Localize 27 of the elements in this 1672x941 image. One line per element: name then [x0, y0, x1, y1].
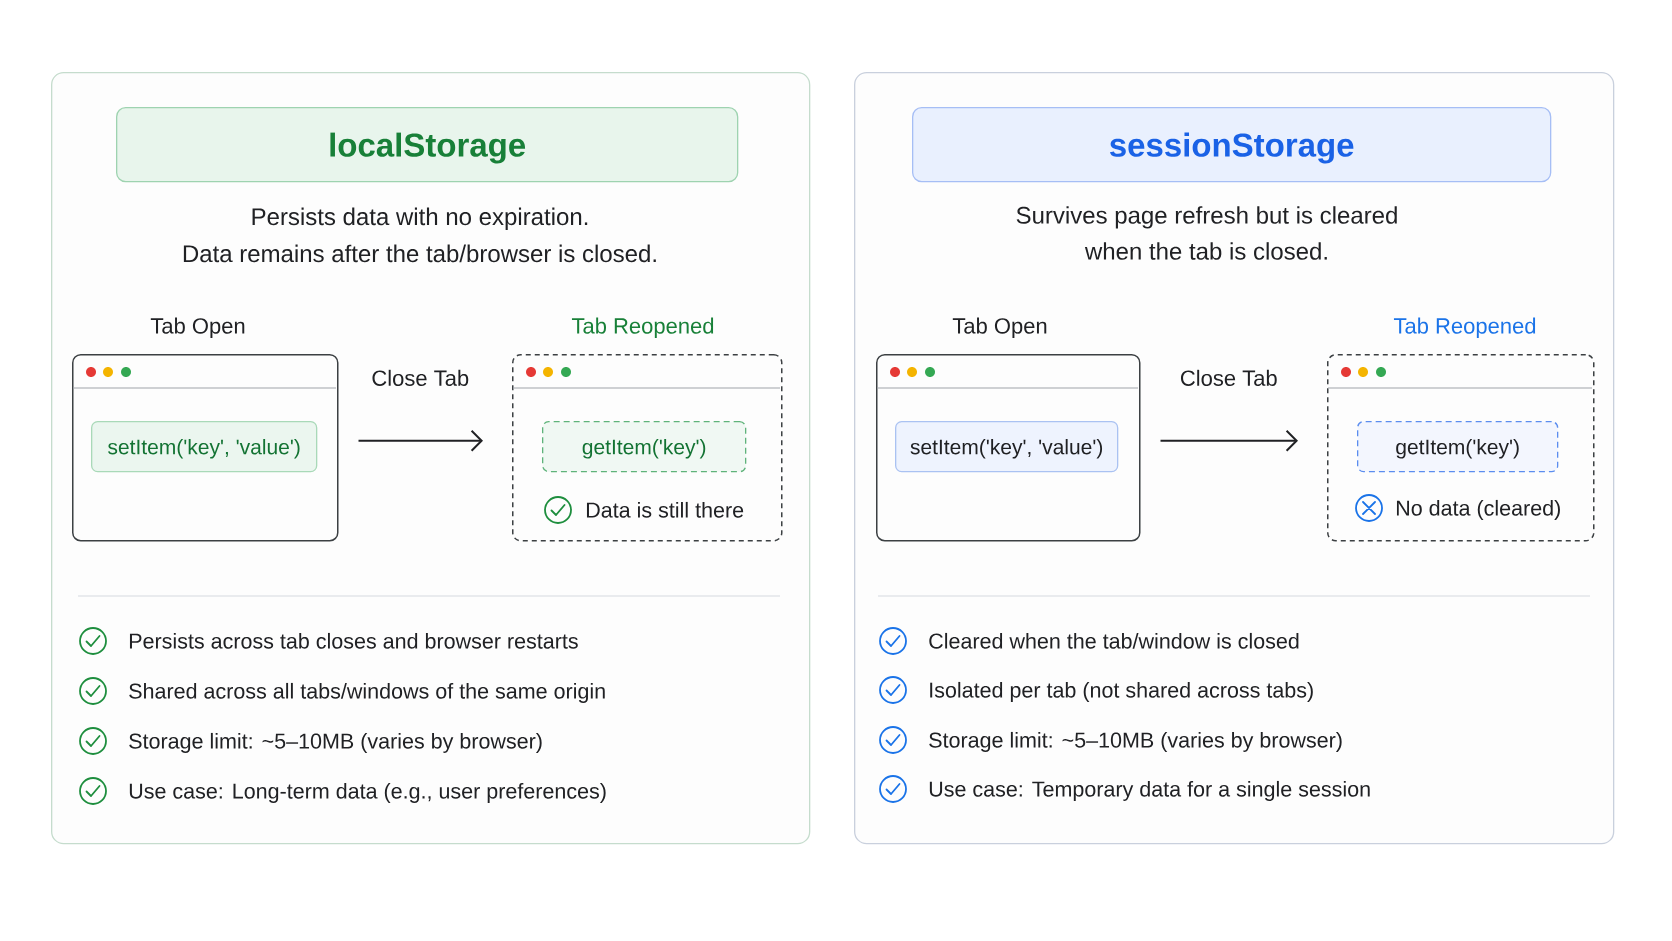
feature-text: Cleared when the tab/window is closed	[929, 632, 1299, 649]
window-heading: Tab Open	[952, 317, 1047, 339]
feature-text: Storage limit: ~5–10MB (varies by browser)	[929, 731, 1342, 752]
title-box: localStorage	[116, 107, 739, 183]
status-text: Data is still there	[586, 501, 744, 518]
feature-text: Storage limit: ~5–10MB (varies by browser)	[129, 732, 542, 753]
code-box: getItem('key')	[1357, 421, 1559, 473]
description-text: Survives page refresh but is cleared when the tab is closed.	[1016, 206, 1397, 260]
feature-text: Isolated per tab (not shared across tabs)	[930, 681, 1313, 702]
feature-text: Shared across all tabs/windows of the same origin	[129, 682, 605, 703]
feature-text: Use case: Long-term data (e.g., user preferences)	[129, 782, 606, 803]
title-box: sessionStorage	[912, 107, 1552, 183]
code-box: setItem('key', 'value')	[895, 421, 1119, 473]
edge-label: Close Tab	[372, 369, 469, 386]
window-heading: Tab Open	[150, 317, 245, 339]
feature-text: Use case: Temporary data for a single session	[929, 780, 1370, 801]
status-text: No data (cleared)	[1396, 499, 1560, 520]
description-text: Data remains after the tab/browser is closed.	[183, 244, 656, 263]
edge-label: Close Tab	[1180, 369, 1277, 386]
window-heading: Tab Reopened	[1393, 317, 1536, 339]
description-text: Persists data with no expiration.	[252, 207, 588, 230]
arrow	[358, 429, 483, 452]
arrow	[1160, 429, 1298, 452]
code-box: setItem('key', 'value')	[91, 421, 318, 473]
code-box: getItem('key')	[542, 421, 747, 473]
feature-text: Persists across tab closes and browser restarts	[129, 632, 578, 649]
window-heading: Tab Reopened	[571, 317, 714, 339]
